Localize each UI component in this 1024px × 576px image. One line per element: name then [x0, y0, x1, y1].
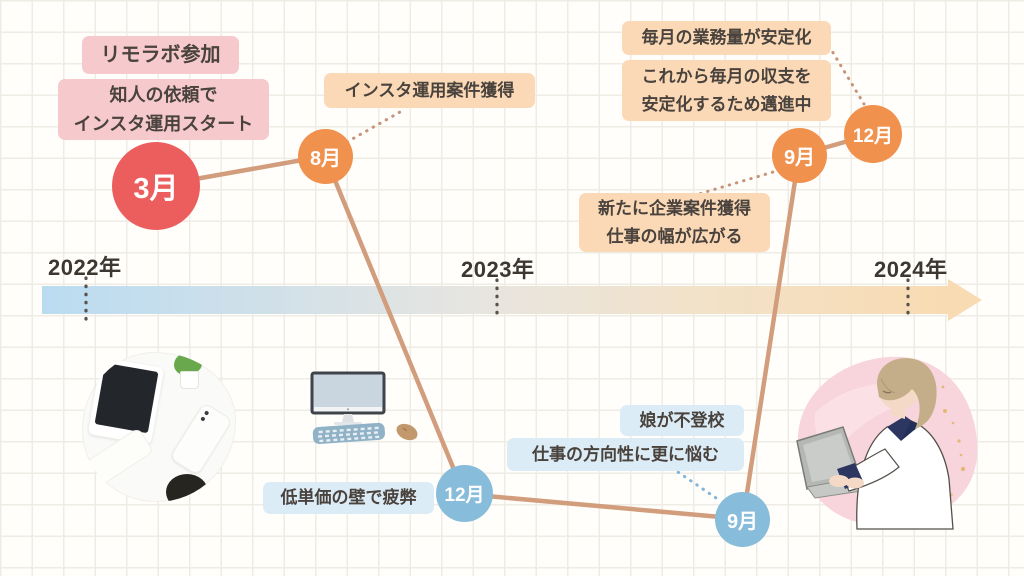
label-striving-line2: 安定化するため邁進中	[641, 94, 812, 114]
timeline-node-dec-blue: 12月	[436, 465, 493, 522]
timeline-node-sep-blue: 9月	[715, 492, 770, 547]
year-label-2022: 2022年	[48, 255, 122, 280]
timeline-node-dec-orange: 12月	[844, 105, 902, 163]
label-remolab-join: リモラボ参加	[82, 36, 239, 74]
label-workload-stable-text: 毎月の業務量が安定化	[641, 28, 812, 48]
plant-pot-image	[180, 371, 199, 389]
timeline-arrow-head-icon	[948, 279, 982, 321]
tablet-image	[87, 357, 165, 445]
camera-lens-image	[166, 474, 208, 502]
timeline-node-mar: 3月	[112, 142, 200, 230]
year-label-2024: 2024年	[874, 257, 948, 282]
label-insta-start-line1: 知人の依頼で	[109, 84, 218, 105]
dotted-link-aug-insta	[345, 110, 402, 144]
label-low-price-wall-text: 低単価の壁で疲弊	[280, 488, 417, 508]
year-label-2023: 2023年	[461, 257, 535, 282]
woman-at-laptop-illustration	[796, 356, 978, 530]
label-insta-start: 知人の依頼で インスタ運用スタート	[58, 79, 269, 140]
label-insta-case-text: インスタ運用案件獲得	[344, 80, 515, 100]
label-workload-stable: 毎月の業務量が安定化	[622, 21, 831, 55]
label-daughter-line1: 娘が不登校	[620, 405, 744, 436]
tablet-screen	[94, 362, 159, 434]
label-corporate-line1: 新たに企業案件獲得	[598, 199, 751, 219]
label-daughter-line2-text: 仕事の方向性に更に悩む	[532, 444, 719, 464]
label-striving: これから毎月の収支を 安定化するため邁進中	[622, 60, 831, 121]
label-low-price-wall: 低単価の壁で疲弊	[263, 482, 434, 514]
timeline-node-aug: 8月	[298, 129, 353, 184]
dotted-link-dec-workload	[827, 44, 866, 106]
phone-image	[169, 402, 233, 476]
label-daughter-line2: 仕事の方向性に更に悩む	[507, 438, 744, 471]
desktop-computer-illustration	[310, 371, 418, 445]
label-corporate-case: 新たに企業案件獲得 仕事の幅が広がる	[579, 193, 770, 252]
dotted-link-sep-daughter	[670, 466, 721, 502]
label-remolab-join-text: リモラボ参加	[100, 44, 221, 66]
label-striving-line1: これから毎月の収支を	[641, 67, 812, 87]
desk-photo	[82, 352, 236, 502]
label-insta-case: インスタ運用案件獲得	[324, 73, 535, 108]
timeline-bar	[42, 286, 949, 314]
label-insta-start-line2: インスタ運用スタート	[73, 113, 254, 134]
label-corporate-line2: 仕事の幅が広がる	[606, 226, 743, 246]
label-daughter-line1-text: 娘が不登校	[639, 410, 725, 430]
timeline-node-sep-orange: 9月	[772, 128, 827, 183]
